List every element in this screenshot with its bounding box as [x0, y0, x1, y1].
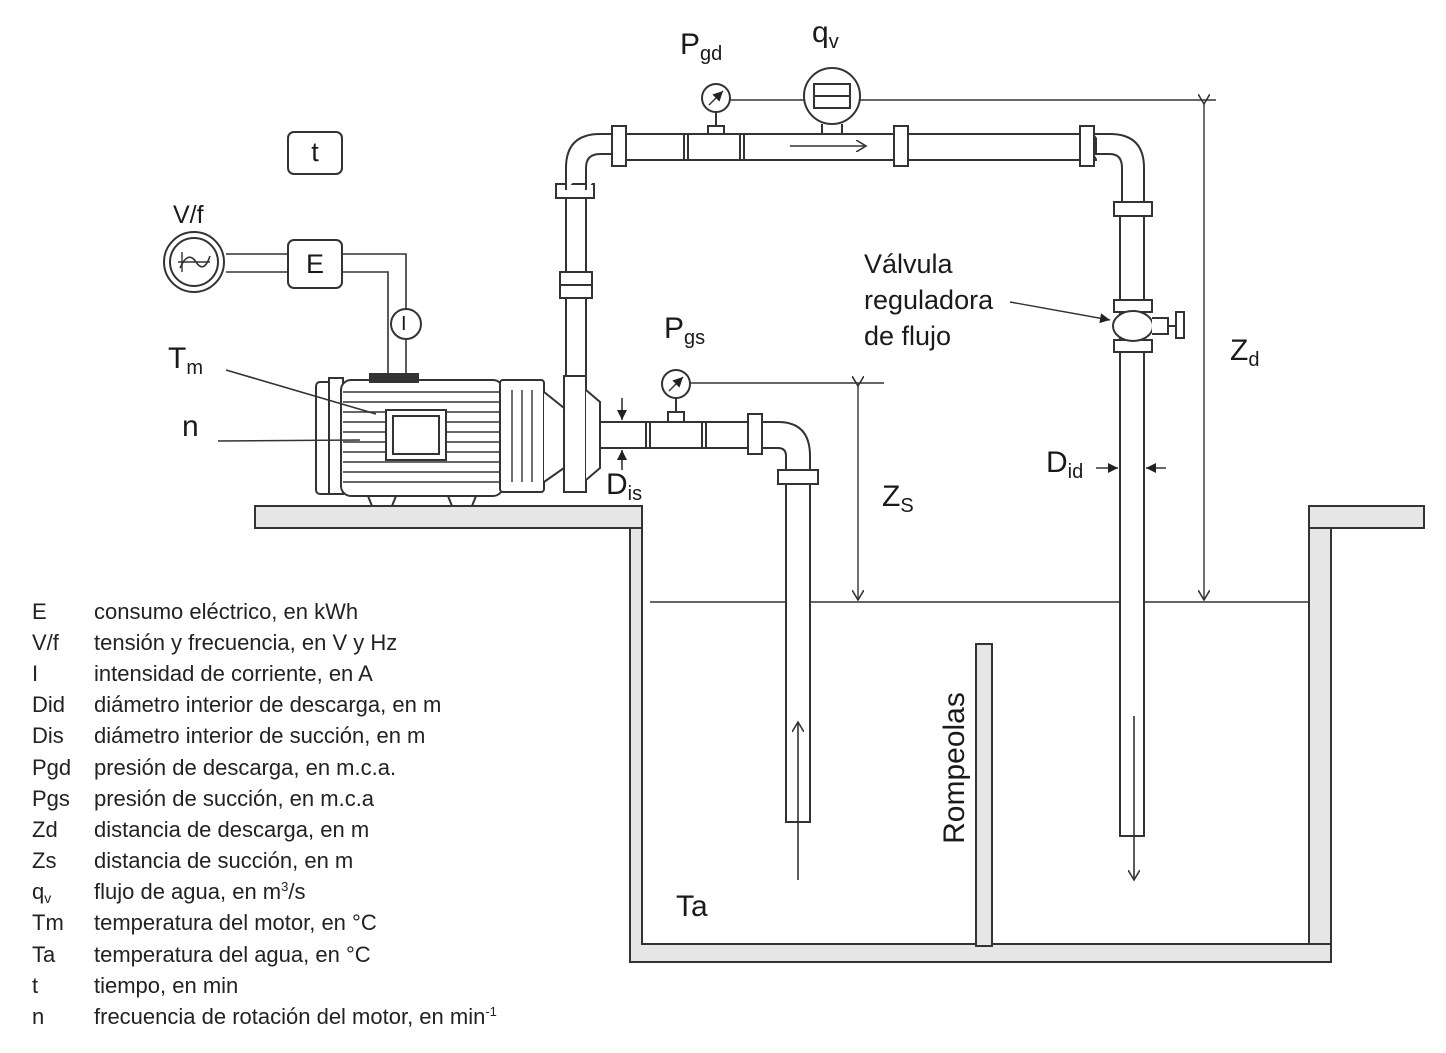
- legend-description: temperatura del agua, en °C: [94, 941, 371, 967]
- legend-row: Pgs presión de succión, en m.c.a: [32, 783, 497, 814]
- legend-row: Pgd presión de descarga, en m.c.a.: [32, 752, 497, 783]
- tank: [254, 505, 1425, 963]
- did-label: Did: [1046, 446, 1084, 483]
- power-source: [163, 231, 225, 293]
- legend-row: n frecuencia de rotación del motor, en mi…: [32, 1001, 497, 1032]
- legend-symbol: Ta: [32, 941, 56, 967]
- legend-symbol: I: [32, 660, 39, 686]
- motor: [315, 373, 565, 507]
- legend-row: t tiempo, en min: [32, 970, 497, 1001]
- qv-label: qv: [812, 16, 839, 53]
- legend-symbol: qv: [32, 878, 52, 906]
- legend-description: temperatura del motor, en °C: [94, 910, 377, 936]
- legend-row: Zs distancia de succión, en m: [32, 846, 497, 877]
- dis-label: Dis: [606, 468, 643, 505]
- pgd-label: Pgd: [680, 28, 723, 65]
- legend-description: flujo de agua, en m3/s: [94, 879, 306, 905]
- legend-row: Ta temperatura del agua, en °C: [32, 939, 497, 970]
- discharge-gauge: [701, 83, 1216, 135]
- legend-description: frecuencia de rotación del motor, en min…: [94, 1004, 497, 1030]
- tm-label: Tm: [168, 342, 203, 379]
- energy-meter-label: E: [305, 249, 324, 279]
- ta-label: Ta: [676, 890, 708, 923]
- legend-symbol: Dis: [32, 723, 64, 749]
- discharge-riser: [555, 183, 595, 377]
- timer-label: t: [311, 137, 319, 167]
- suction-gauge: [661, 369, 884, 423]
- legend-symbol: Zd: [32, 816, 58, 842]
- ammeter-label: I: [401, 313, 407, 335]
- legend-description: diámetro interior de succión, en m: [94, 723, 426, 749]
- discharge-horizontal-pipe: [611, 125, 1097, 167]
- legend-description: intensidad de corriente, en A: [94, 660, 373, 686]
- breakwater-label: Rompeolas: [938, 692, 971, 844]
- legend-row: Tm temperatura del motor, en °C: [32, 908, 497, 939]
- timer: [287, 131, 343, 175]
- legend-description: diámetro interior de descarga, en m: [94, 692, 442, 718]
- legend-row: Did diámetro interior de descarga, en m: [32, 690, 497, 721]
- legend-description: presión de descarga, en m.c.a.: [94, 754, 397, 780]
- flow-meter: [803, 67, 861, 134]
- zs-label: ZS: [882, 480, 914, 517]
- discharge-downpipe: [1112, 201, 1185, 880]
- legend-description: tiempo, en min: [94, 972, 239, 998]
- energy-meter: [287, 239, 343, 289]
- legend-description: tensión y frecuencia, en V y Hz: [94, 629, 398, 655]
- legend-row: Dis diámetro interior de succión, en m: [32, 721, 497, 752]
- legend-symbol: E: [32, 598, 47, 624]
- pgs-label: Pgs: [664, 312, 706, 349]
- legend-description: presión de succión, en m.c.a: [94, 785, 375, 811]
- legend-description: distancia de succión, en m: [94, 848, 354, 874]
- legend-symbol: Did: [32, 692, 66, 718]
- legend-symbol: Tm: [32, 910, 64, 936]
- legend-symbol: Pgs: [32, 785, 70, 811]
- pump: [563, 375, 587, 493]
- legend-description: consumo eléctrico, en kWh: [94, 598, 359, 624]
- breakwater-wall: [975, 643, 993, 947]
- ammeter: [390, 308, 422, 340]
- legend-symbol: t: [32, 972, 39, 998]
- legend-row: V/f tensión y frecuencia, en V y Hz: [32, 627, 497, 658]
- n-label: n: [182, 410, 199, 443]
- valve-label: Válvula reguladora de flujo: [864, 249, 994, 351]
- vf-label: V/f: [173, 201, 204, 229]
- legend-symbol: Pgd: [32, 754, 72, 780]
- legend-symbol: V/f: [32, 629, 59, 655]
- suction-pipe: [599, 413, 819, 880]
- legend-row: Zd distancia de descarga, en m: [32, 814, 497, 845]
- legend-symbol: Zs: [32, 848, 57, 874]
- legend-row: qv flujo de agua, en m3/s: [32, 877, 497, 908]
- legend-symbol: n: [32, 1004, 45, 1030]
- legend-description: distancia de descarga, en m: [94, 816, 370, 842]
- zd-label: Zd: [1230, 334, 1260, 371]
